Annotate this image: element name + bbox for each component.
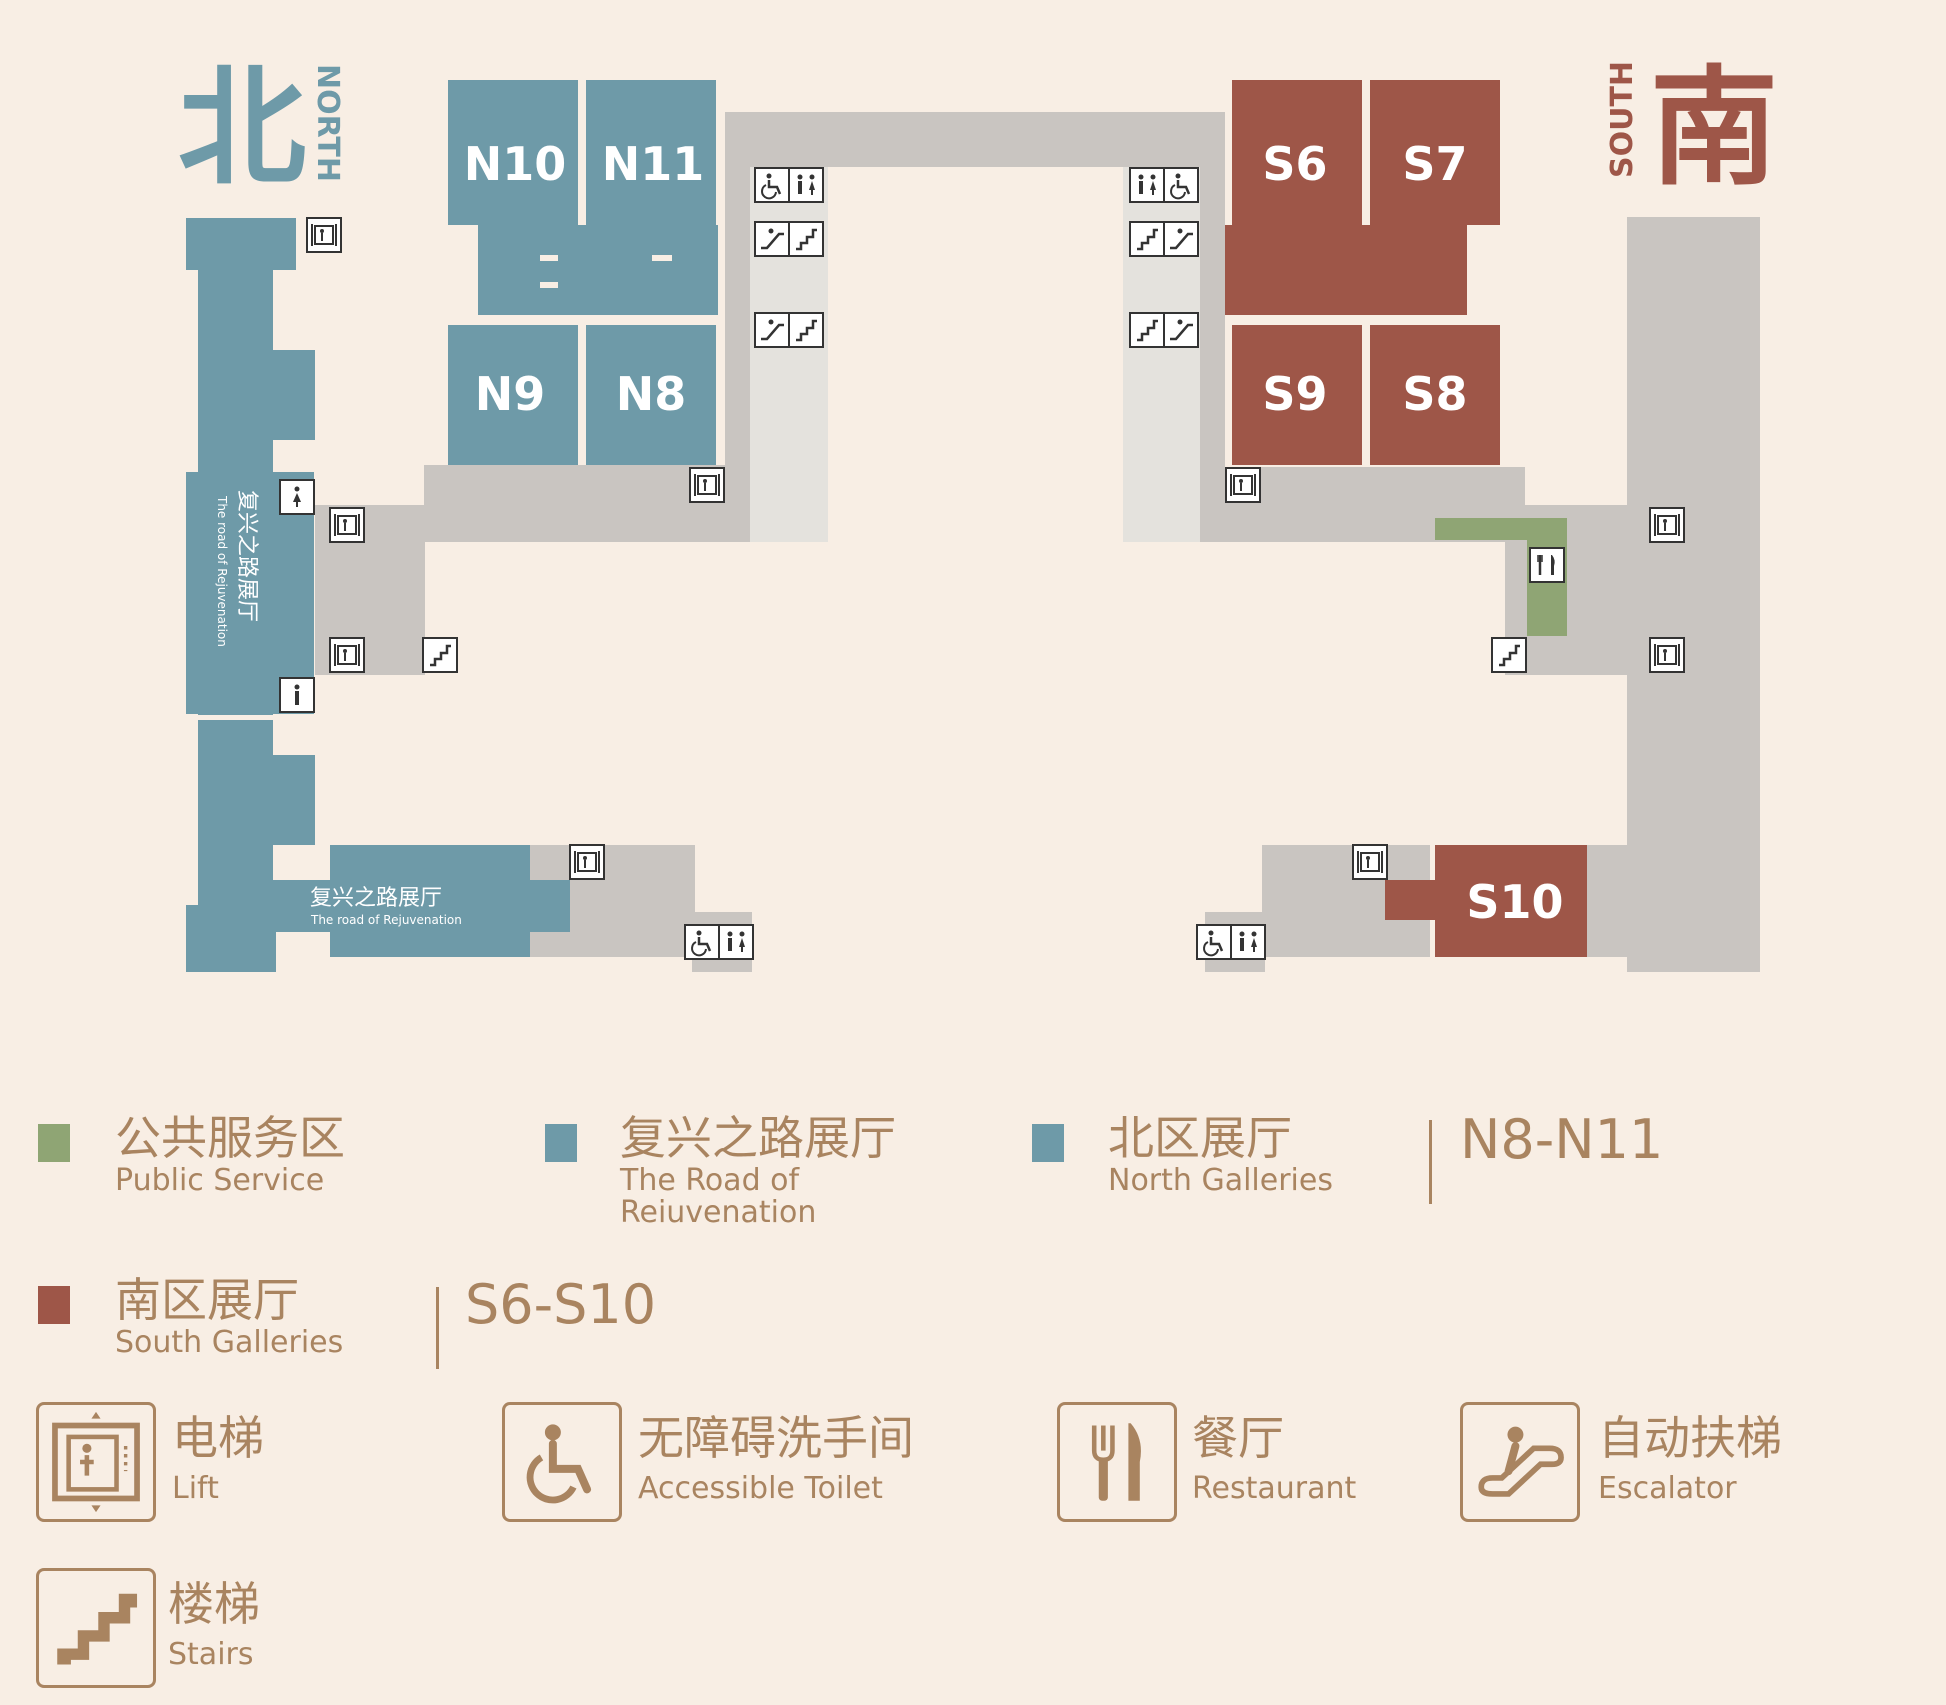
toilet-icon[interactable] [1230,924,1266,960]
gallery-s9[interactable]: S9 [1262,367,1327,421]
south-label: SOUTH [1605,61,1640,178]
lift-icon[interactable] [569,844,605,880]
male-toilet-icon[interactable] [279,677,315,713]
public-service-label-cn: 公共服务区 [115,1111,345,1165]
north-galleries [448,80,718,465]
rejuvenation-label-en: The road of Rejuvenation [310,913,462,927]
lift-icon[interactable] [306,217,342,253]
map-legend: 公共服务区 Public Service 复兴之路展厅 The Road of … [0,1000,1946,1705]
north-galleries-swatch [1032,1124,1064,1162]
stairs-label-cn: 楼梯 [168,1577,260,1631]
stairs-icon[interactable] [1490,636,1528,674]
lift-icon[interactable] [329,637,365,673]
divider [1429,1120,1432,1204]
rejuvenation-label-vertical-cn: 复兴之路展厅 [234,490,259,622]
wheelchair-icon[interactable] [1162,166,1200,204]
restaurant-label-cn: 餐厅 [1192,1411,1284,1465]
south-galleries [1225,80,1587,957]
gallery-s7[interactable]: S7 [1402,137,1467,191]
wheelchair-icon[interactable] [683,923,721,961]
road-label-en-1: The Road of [620,1162,800,1198]
lift-icon[interactable] [329,507,365,543]
north-galleries-label-en: North Galleries [1108,1162,1333,1198]
wheelchair-legend-icon [502,1402,622,1522]
stairs-icon[interactable] [421,636,459,674]
gallery-n10[interactable]: N10 [464,137,567,191]
lift-label-en: Lift [172,1470,219,1506]
north-galleries-label-cn: 北区展厅 [1108,1111,1292,1165]
escalator-icon[interactable] [753,220,791,258]
escalator-icon[interactable] [1162,311,1200,349]
lift-icon[interactable] [1225,467,1261,503]
restaurant-label-en: Restaurant [1192,1470,1357,1506]
toilet-icon[interactable] [788,167,824,203]
lift-icon[interactable] [1352,844,1388,880]
stairs-icon[interactable] [1128,311,1166,349]
escalator-icon[interactable] [1162,220,1200,258]
accessible-toilet-label-cn: 无障碍洗手间 [638,1411,914,1465]
north-range: N8-N11 [1460,1108,1664,1171]
wheelchair-icon[interactable] [753,166,791,204]
toilet-icon[interactable] [718,924,754,960]
north-character: 北 [178,53,306,203]
road-label-cn: 复兴之路展厅 [620,1111,896,1165]
stairs-icon[interactable] [787,220,825,258]
stairs-label-en: Stairs [168,1636,254,1672]
escalator-icon[interactable] [753,311,791,349]
divider [436,1287,439,1369]
south-galleries-label-cn: 南区展厅 [115,1273,299,1327]
lift-legend-icon [36,1402,156,1522]
lift-icon[interactable] [1649,507,1685,543]
stairs-legend-icon [36,1568,156,1688]
road-label-en-2: Reiuvenation [620,1195,817,1231]
stairs-icon[interactable] [787,311,825,349]
accessible-toilet-label-en: Accessible Toilet [638,1470,883,1506]
gallery-n9[interactable]: N9 [475,367,546,421]
toilet-icon[interactable] [1129,167,1165,203]
public-service-swatch [38,1124,70,1162]
gallery-n8[interactable]: N8 [616,367,687,421]
south-range: S6-S10 [465,1273,657,1336]
public-service-label-en: Public Service [115,1162,325,1198]
rejuvenation-label-vertical-en: The road of Rejuvenation [215,495,229,647]
floor-map: 北 NORTH 南 SOUTH N10 [178,53,1778,972]
south-character: 南 [1650,53,1778,203]
escalator-label-en: Escalator [1598,1470,1737,1506]
gallery-s8[interactable]: S8 [1402,367,1467,421]
stairs-icon[interactable] [1128,220,1166,258]
female-toilet-icon[interactable] [279,479,315,515]
south-galleries-label-en: South Galleries [115,1324,344,1360]
south-galleries-swatch [38,1286,70,1324]
fork-knife-icon [1057,1402,1177,1522]
gallery-s6[interactable]: S6 [1262,137,1327,191]
lift-icon[interactable] [689,467,725,503]
lift-label-cn: 电梯 [172,1411,264,1465]
gallery-n11[interactable]: N11 [602,137,705,191]
gallery-s10[interactable]: S10 [1466,875,1563,929]
rejuvenation-label-cn: 复兴之路展厅 [310,886,442,911]
road-swatch [545,1124,577,1162]
north-label: NORTH [310,64,345,182]
lift-icon[interactable] [1649,637,1685,673]
escalator-label-cn: 自动扶梯 [1598,1411,1782,1465]
restaurant-icon[interactable] [1528,546,1566,584]
escalator-legend-icon [1460,1402,1580,1522]
wheelchair-icon[interactable] [1195,923,1233,961]
